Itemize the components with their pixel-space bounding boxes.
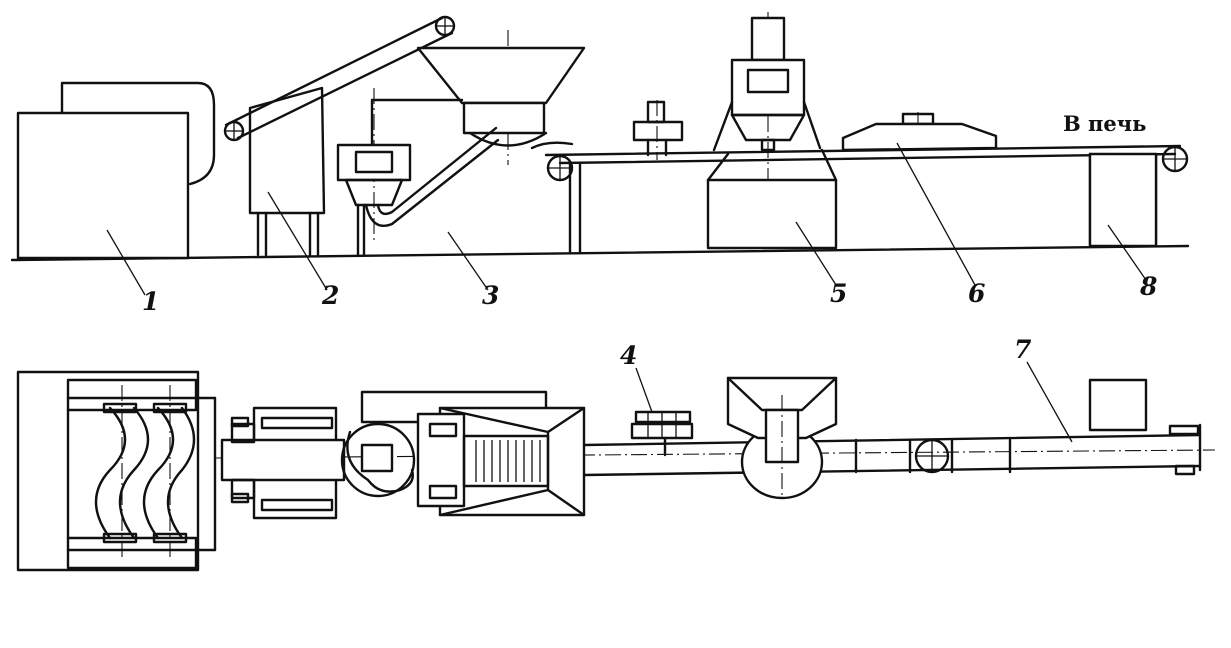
- unit-1-plan: [16, 370, 217, 572]
- callout-6: 6: [968, 279, 985, 308]
- unit-2-plan: [220, 406, 346, 520]
- callout-5: 5: [830, 279, 847, 308]
- callout-4: 4: [620, 341, 637, 370]
- oven-label: В печь: [1063, 111, 1146, 136]
- leader-6: [896, 142, 976, 286]
- unit-1-side: [16, 81, 216, 260]
- leader-3: [447, 231, 489, 291]
- callout-3: 3: [482, 281, 499, 310]
- screw-ribs: [475, 440, 541, 482]
- leader-4: [635, 367, 653, 413]
- unit-4-side: [632, 100, 684, 160]
- unit-5-plan: [726, 376, 838, 500]
- leader-8: [1107, 224, 1147, 281]
- callout-2: 2: [321, 281, 339, 310]
- leader-7: [1026, 361, 1073, 443]
- side-view: В печь 1 2 3 5 6 8: [10, 12, 1190, 316]
- leader-1: [106, 229, 146, 296]
- unit-6-side: [841, 112, 998, 152]
- plan-view: 4 7: [16, 335, 1216, 572]
- unit-2-side: [223, 15, 456, 257]
- unit-5-side: [706, 12, 838, 250]
- callout-8: 8: [1139, 272, 1157, 301]
- unit-8-side: [1088, 152, 1158, 248]
- callout-1: 1: [142, 287, 159, 316]
- unit-7-box-plan: [1088, 378, 1148, 432]
- conveyor-plan: [582, 423, 1202, 477]
- leader-5: [795, 221, 837, 286]
- callout-7: 7: [1014, 335, 1032, 364]
- unit-4-plan: [630, 410, 694, 457]
- unit-3-side: [336, 30, 586, 257]
- floor-line: [10, 244, 1190, 262]
- leader-2: [267, 191, 328, 291]
- unit-3-plan: [340, 390, 586, 517]
